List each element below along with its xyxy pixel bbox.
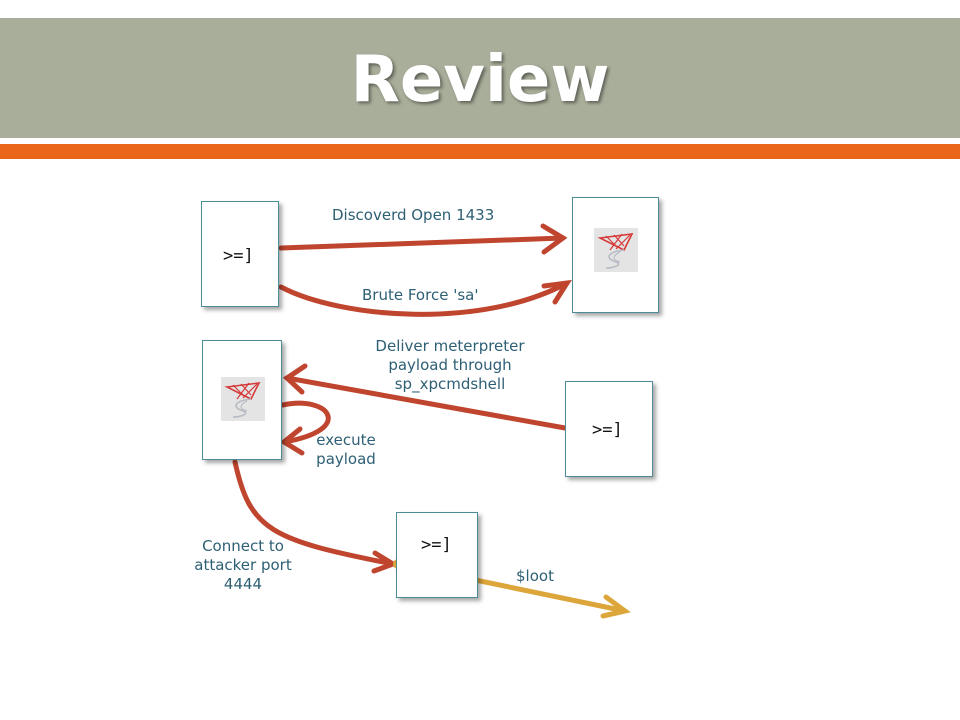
attacker-prompt: >=]: [223, 246, 254, 266]
slide-title: Review: [350, 43, 610, 117]
arrow-deliver: [284, 375, 568, 431]
arrow-execute: [280, 400, 331, 445]
label-loot: $loot: [516, 567, 554, 585]
title-bar: Review: [0, 18, 960, 138]
label-connect: Connect to attacker port 4444: [194, 537, 292, 593]
attacker-prompt: >=]: [592, 420, 623, 440]
arrow-connect: [232, 459, 396, 567]
attacker-prompt: >=]: [421, 535, 452, 555]
label-deliver: Deliver meterpreter payload through sp_x…: [375, 337, 525, 393]
title-underline: [0, 144, 960, 159]
label-execute: execute payload: [316, 431, 376, 468]
label-brute-force: Brute Force 'sa': [362, 286, 479, 304]
arrow-brute: [278, 280, 570, 317]
attacker-box-bottom: >=]: [396, 512, 478, 598]
sql-server-box-top: [572, 197, 659, 313]
attacker-box-right: >=]: [565, 381, 653, 477]
sql-server-icon: [594, 228, 638, 272]
attacker-box-top: >=]: [201, 201, 279, 307]
arrow-discover: [278, 235, 566, 251]
sql-server-icon: [221, 377, 265, 421]
label-discover: Discoverd Open 1433: [332, 206, 495, 224]
sql-server-box-mid: [202, 340, 282, 460]
